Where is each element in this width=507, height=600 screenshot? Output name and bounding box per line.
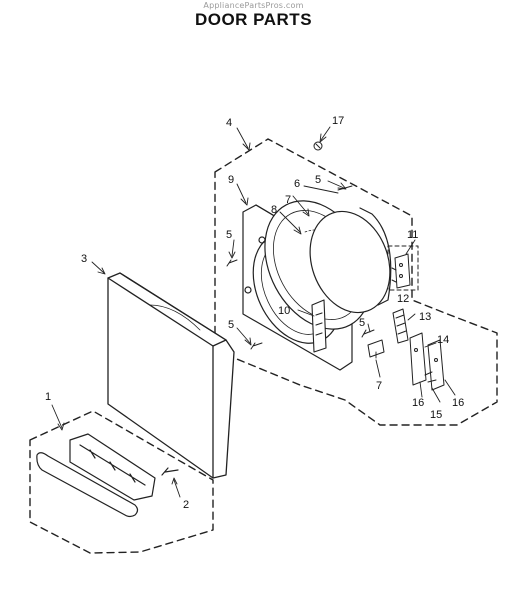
callout-6: 6 bbox=[294, 178, 300, 190]
hinge-bracket bbox=[311, 299, 327, 353]
assembly-boundary-4 bbox=[214, 138, 498, 426]
screw-parts bbox=[226, 141, 375, 350]
callout-5d: 5 bbox=[359, 317, 365, 329]
latch-strike bbox=[392, 308, 409, 344]
callout-3: 3 bbox=[81, 253, 87, 265]
callout-15: 15 bbox=[430, 409, 442, 421]
callout-11: 11 bbox=[407, 229, 418, 241]
callout-5b: 5 bbox=[228, 319, 234, 331]
watermark: AppliancePartsPros.com bbox=[203, 1, 304, 10]
callout-16a: 16 bbox=[412, 397, 424, 409]
callout-4: 4 bbox=[226, 117, 232, 129]
hinge-parts bbox=[391, 253, 411, 289]
callout-5a: 5 bbox=[226, 229, 232, 241]
callout-2: 2 bbox=[183, 499, 189, 511]
callout-17: 17 bbox=[332, 115, 344, 127]
door-bowl bbox=[309, 207, 392, 314]
page-title: DOOR PARTS bbox=[194, 10, 313, 29]
callout-8: 8 bbox=[271, 204, 277, 216]
outer-door-panel bbox=[107, 272, 235, 479]
callout-labels: 1 2 3 4 5 5 5 5 6 7 7 8 9 10 11 12 13 14… bbox=[45, 115, 464, 511]
callout-14: 14 bbox=[437, 334, 449, 346]
callout-10: 10 bbox=[278, 305, 290, 317]
callout-leaders bbox=[51, 126, 456, 498]
door-handle bbox=[36, 433, 179, 518]
callout-1: 1 bbox=[45, 391, 51, 403]
callout-9: 9 bbox=[228, 174, 234, 186]
callout-13: 13 bbox=[419, 311, 431, 323]
door-catch bbox=[367, 339, 385, 358]
latch-assembly bbox=[409, 332, 445, 391]
callout-12: 12 bbox=[397, 293, 409, 305]
callout-5c: 5 bbox=[315, 174, 321, 186]
callout-7b: 7 bbox=[376, 380, 382, 392]
callout-16b: 16 bbox=[452, 397, 464, 409]
callout-7a: 7 bbox=[285, 194, 291, 206]
